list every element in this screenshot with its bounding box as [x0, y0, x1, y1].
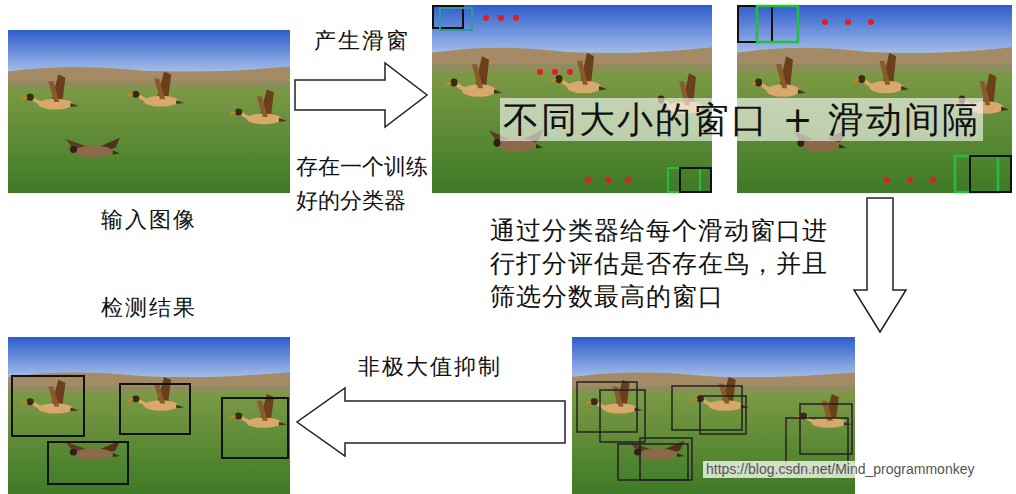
block-arrow [297, 388, 565, 456]
overlay-caption: 不同大小的窗口 + 滑动间隔 [500, 98, 983, 141]
detection-result-image [8, 337, 290, 494]
watermark: https://blog.csdn.net/Mind_programmonkey [703, 461, 977, 478]
classifier-note: 存在一个训练好的分类器 [296, 150, 432, 218]
input-image [8, 30, 290, 193]
image-panel: 输入图像 [8, 30, 290, 193]
image-panel: 检测结果 [8, 337, 290, 494]
step-label: 通过分类器给每个滑动窗口进行打分评估是否存在鸟，并且筛选分数最高的窗口 [490, 214, 832, 313]
block-arrow [854, 198, 906, 332]
step-label: 产生滑窗 [314, 28, 410, 54]
image-caption: 检测结果 [8, 295, 290, 321]
block-arrow [295, 63, 427, 127]
step-label: 非极大值抑制 [358, 354, 502, 380]
image-caption: 输入图像 [8, 207, 290, 233]
